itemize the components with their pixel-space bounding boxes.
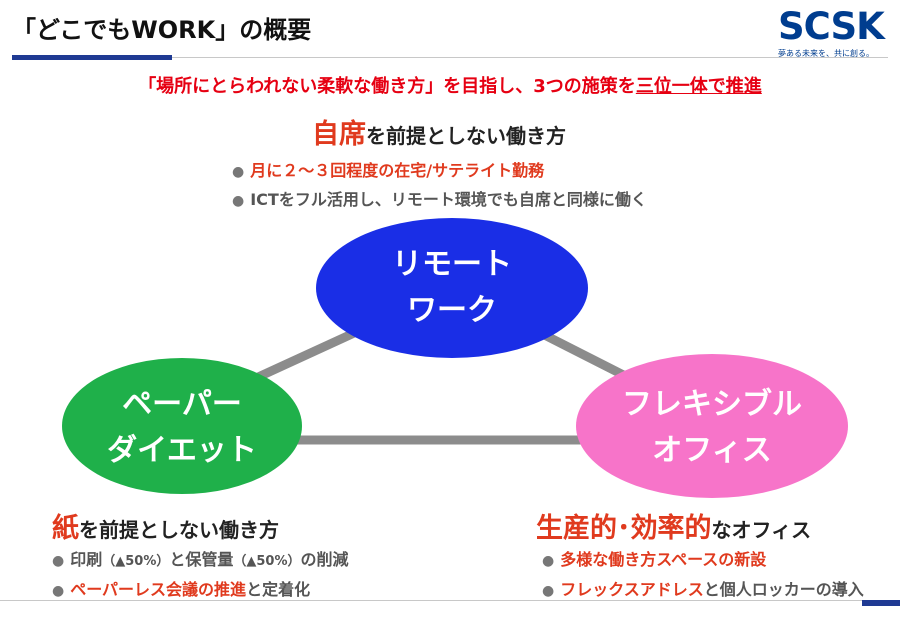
node-office-line2: オフィス [652, 433, 772, 468]
office-bullet-2-rest: と個人ロッカーの導入 [703, 580, 864, 599]
footer-accent-mark [862, 600, 900, 606]
paper-bullet-2-rest: と定着化 [246, 580, 311, 599]
title-divider [172, 57, 888, 58]
office-section-title: 生産的･効率的なオフィス [536, 506, 811, 545]
paper-bullet-1-storage-rate: （▲50%） [233, 554, 301, 569]
node-paper-label: ペーパー ダイエット [82, 382, 282, 474]
office-bullet-2: ● フレックスアドレスと個人ロッカーの導入 [542, 576, 864, 600]
office-title-rest: なオフィス [711, 518, 812, 542]
node-flexible-office [576, 354, 848, 498]
seat-title-rest: を前提としない働き方 [366, 124, 566, 148]
seat-bullet-2: ● ICTをフル活用し、リモート環境でも自席と同様に働く [232, 186, 647, 210]
seat-bullet-1: ● 月に２～３回程度の在宅/サテライト勤務 [232, 157, 544, 181]
headline-part1: 「場所にとらわれない柔軟な働き方」を目指し、3つの施策を [138, 76, 636, 97]
paper-bullet-1-storage: と保管量 [169, 550, 234, 569]
office-bullet-2-highlight: フレックスアドレス [560, 580, 704, 599]
paper-title-rest: を前提としない働き方 [79, 518, 279, 542]
logo-text: SCSK [778, 5, 885, 48]
paper-bullet-1-reduce: の削減 [300, 550, 349, 569]
node-remote-line1: リモート [392, 247, 512, 282]
node-paper-line2: ダイエット [107, 433, 257, 468]
node-remote-work [316, 218, 588, 358]
paper-bullet-2: ● ペーパーレス会議の推進と定着化 [52, 576, 310, 600]
headline: 「場所にとらわれない柔軟な働き方」を目指し、3つの施策を三位一体で推進 [0, 72, 900, 98]
office-title-keyword: 生産的･効率的 [536, 513, 712, 544]
seat-bullet-2-text: ICTをフル活用し、リモート環境でも自席と同様に働く [250, 190, 647, 209]
paper-section-title: 紙を前提としない働き方 [52, 506, 279, 545]
node-office-label: フレキシブル オフィス [592, 382, 832, 474]
paper-title-keyword: 紙 [52, 513, 79, 544]
node-remote-line2: ワーク [407, 293, 497, 328]
bullet-dot-icon: ● [232, 164, 245, 180]
seat-title-keyword: 自席 [312, 119, 366, 150]
node-office-line1: フレキシブル [622, 387, 802, 422]
seat-bullet-1-text: 月に２～３回程度の在宅/サテライト勤務 [250, 161, 545, 180]
page-title: 「どこでもWORK」の概要 [12, 16, 312, 44]
bullet-dot-icon: ● [542, 583, 555, 599]
office-bullet-1-text: 多様な働き方スペースの新設 [560, 550, 767, 569]
headline-part2: 三位一体で推進 [635, 76, 762, 97]
node-paper-diet [62, 358, 302, 494]
node-remote-label: リモート ワーク [352, 242, 552, 334]
company-logo: SCSK 夢ある未来を、共に創る。 [778, 8, 890, 60]
node-paper-line1: ペーパー [122, 387, 242, 422]
office-bullet-1: ● 多様な働き方スペースの新設 [542, 546, 766, 570]
paper-bullet-2-highlight: ペーパーレス会議の推進 [70, 580, 247, 599]
logo-tagline: 夢ある未来を、共に創る。 [778, 49, 874, 58]
title-accent-bar [12, 55, 172, 60]
bullet-dot-icon: ● [542, 553, 555, 569]
paper-bullet-1-print-rate: （▲50%） [102, 554, 170, 569]
bullet-dot-icon: ● [52, 553, 65, 569]
footer-divider [0, 600, 900, 601]
paper-bullet-1: ●印刷（▲50%）と保管量（▲50%）の削減 [52, 546, 349, 570]
bullet-dot-icon: ● [52, 583, 65, 599]
bullet-dot-icon: ● [232, 193, 245, 209]
seat-section-title: 自席を前提としない働き方 [312, 112, 566, 151]
paper-bullet-1-print: 印刷 [70, 550, 103, 569]
